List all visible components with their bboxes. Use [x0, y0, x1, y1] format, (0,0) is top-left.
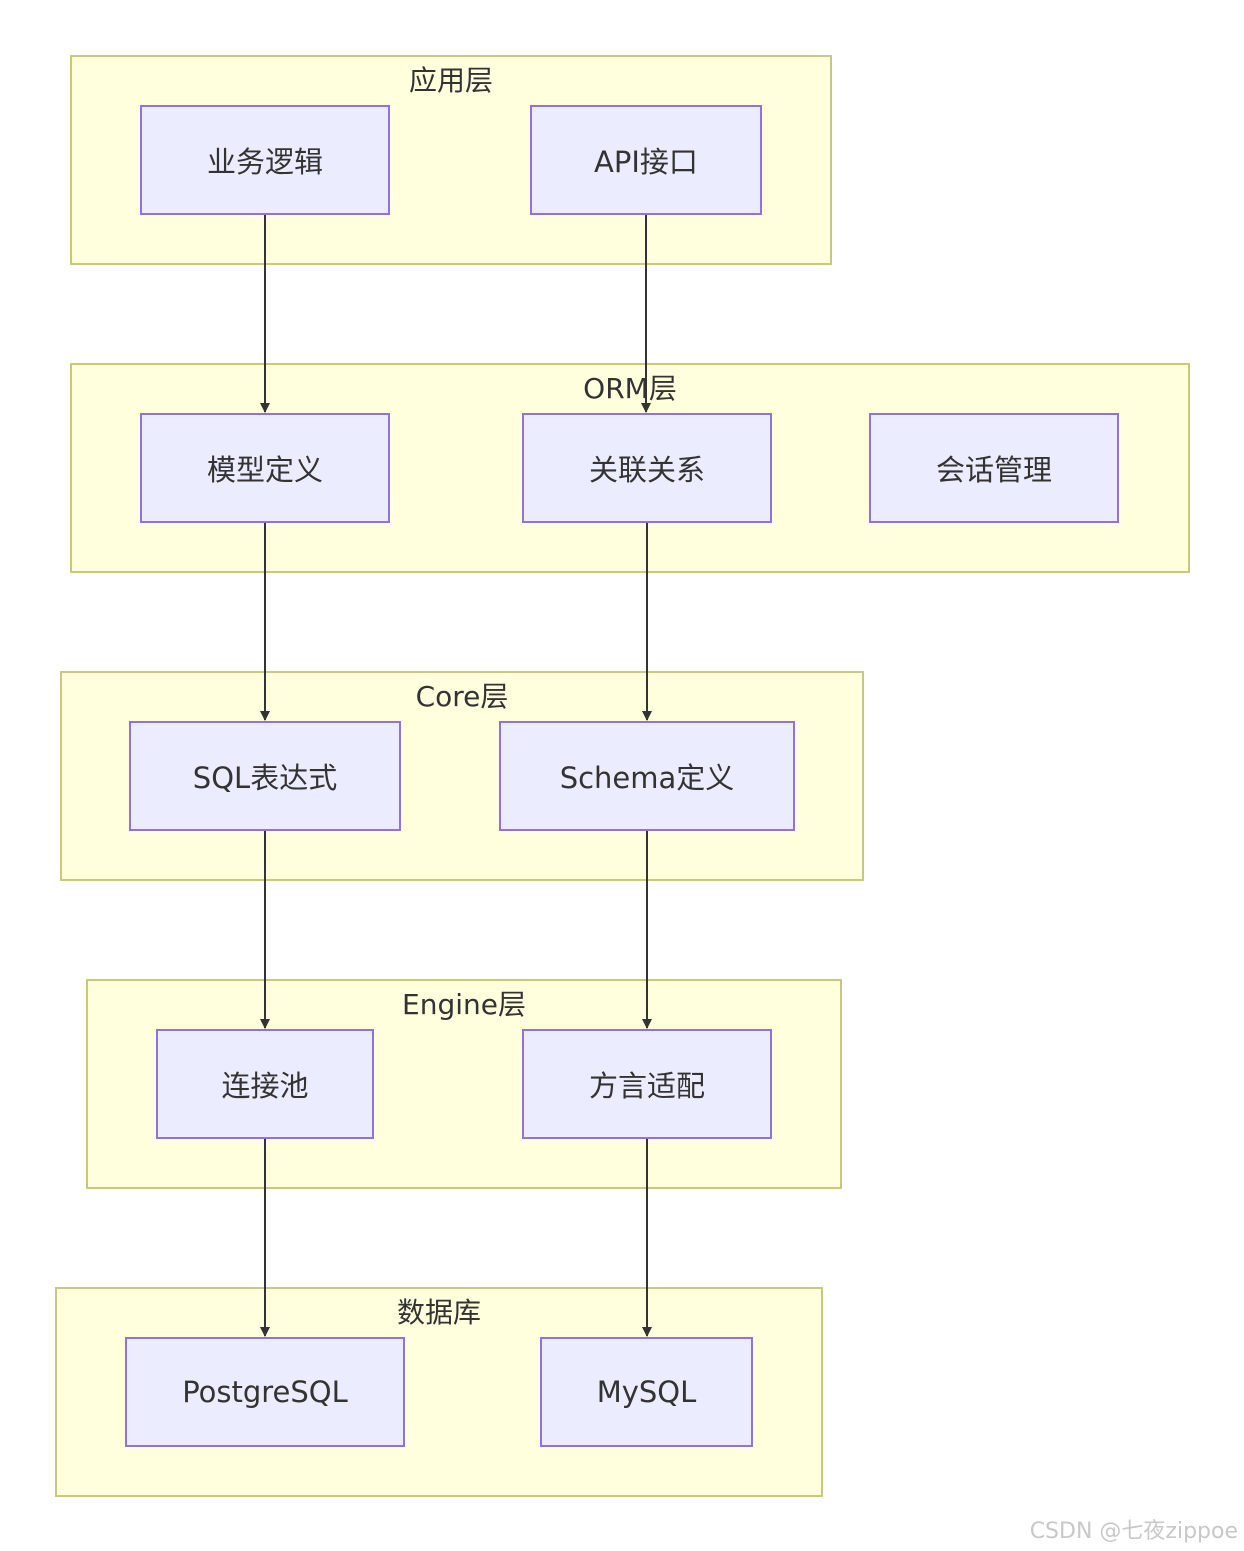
watermark: CSDN @七夜zippoe [1029, 1519, 1238, 1544]
layer-app-title: 应用层 [408, 64, 493, 97]
node-api[interactable]: API接口 [530, 105, 762, 215]
node-mysql[interactable]: MySQL [540, 1337, 753, 1447]
layer-orm-title: ORM层 [583, 372, 677, 405]
node-sql-expr[interactable]: SQL表达式 [129, 721, 401, 831]
node-relations[interactable]: 关联关系 [522, 413, 772, 523]
node-schema-def[interactable]: Schema定义 [499, 721, 795, 831]
layer-core-title: Core层 [415, 680, 509, 713]
node-postgresql[interactable]: PostgreSQL [125, 1337, 405, 1447]
node-dialect[interactable]: 方言适配 [522, 1029, 772, 1139]
node-model-def[interactable]: 模型定义 [140, 413, 390, 523]
layer-engine-title: Engine层 [402, 988, 526, 1021]
node-business-logic[interactable]: 业务逻辑 [140, 105, 390, 215]
node-session[interactable]: 会话管理 [869, 413, 1119, 523]
layer-db-title: 数据库 [396, 1296, 481, 1329]
node-pool[interactable]: 连接池 [156, 1029, 374, 1139]
